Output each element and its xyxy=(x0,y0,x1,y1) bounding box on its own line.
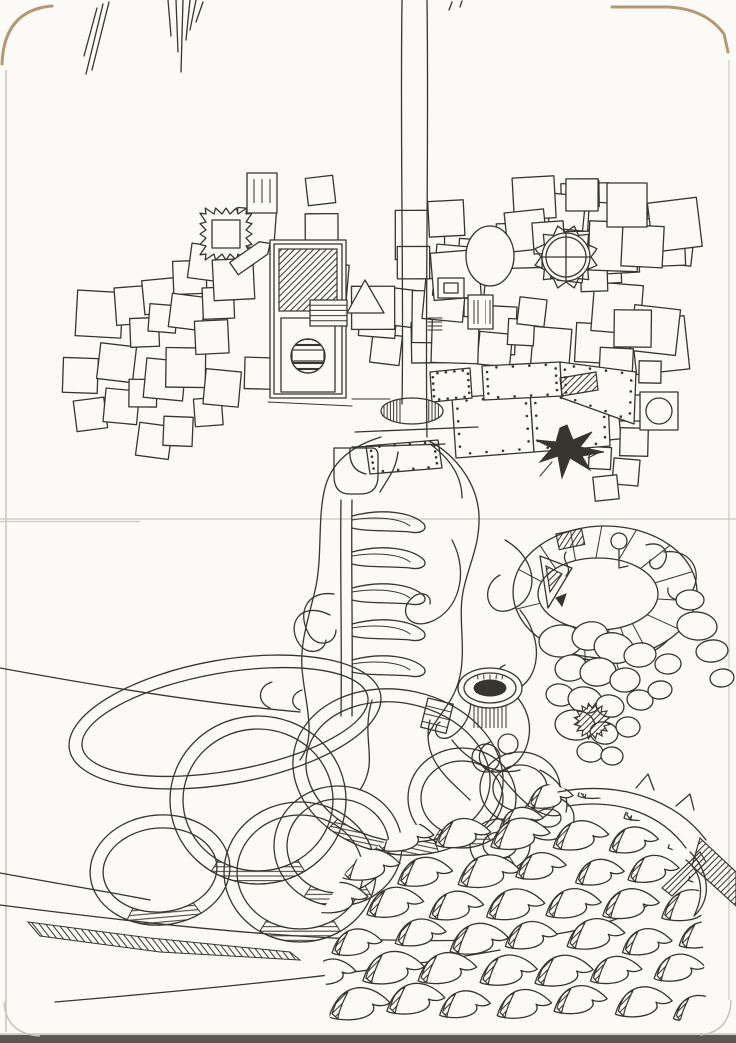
ground-hole xyxy=(380,397,444,425)
pen-strokes-top xyxy=(83,0,463,75)
wave-scales xyxy=(318,782,706,1023)
ink-splat xyxy=(535,424,605,480)
pebble-cluster xyxy=(538,589,735,766)
riveted-plates xyxy=(365,361,637,475)
gear-table-ring xyxy=(512,525,698,673)
vertical-pole xyxy=(351,0,479,448)
wave-arm xyxy=(557,773,736,917)
door-motif xyxy=(267,239,391,407)
eye-pedestal xyxy=(420,667,523,735)
ribbed-vessel xyxy=(259,436,480,761)
